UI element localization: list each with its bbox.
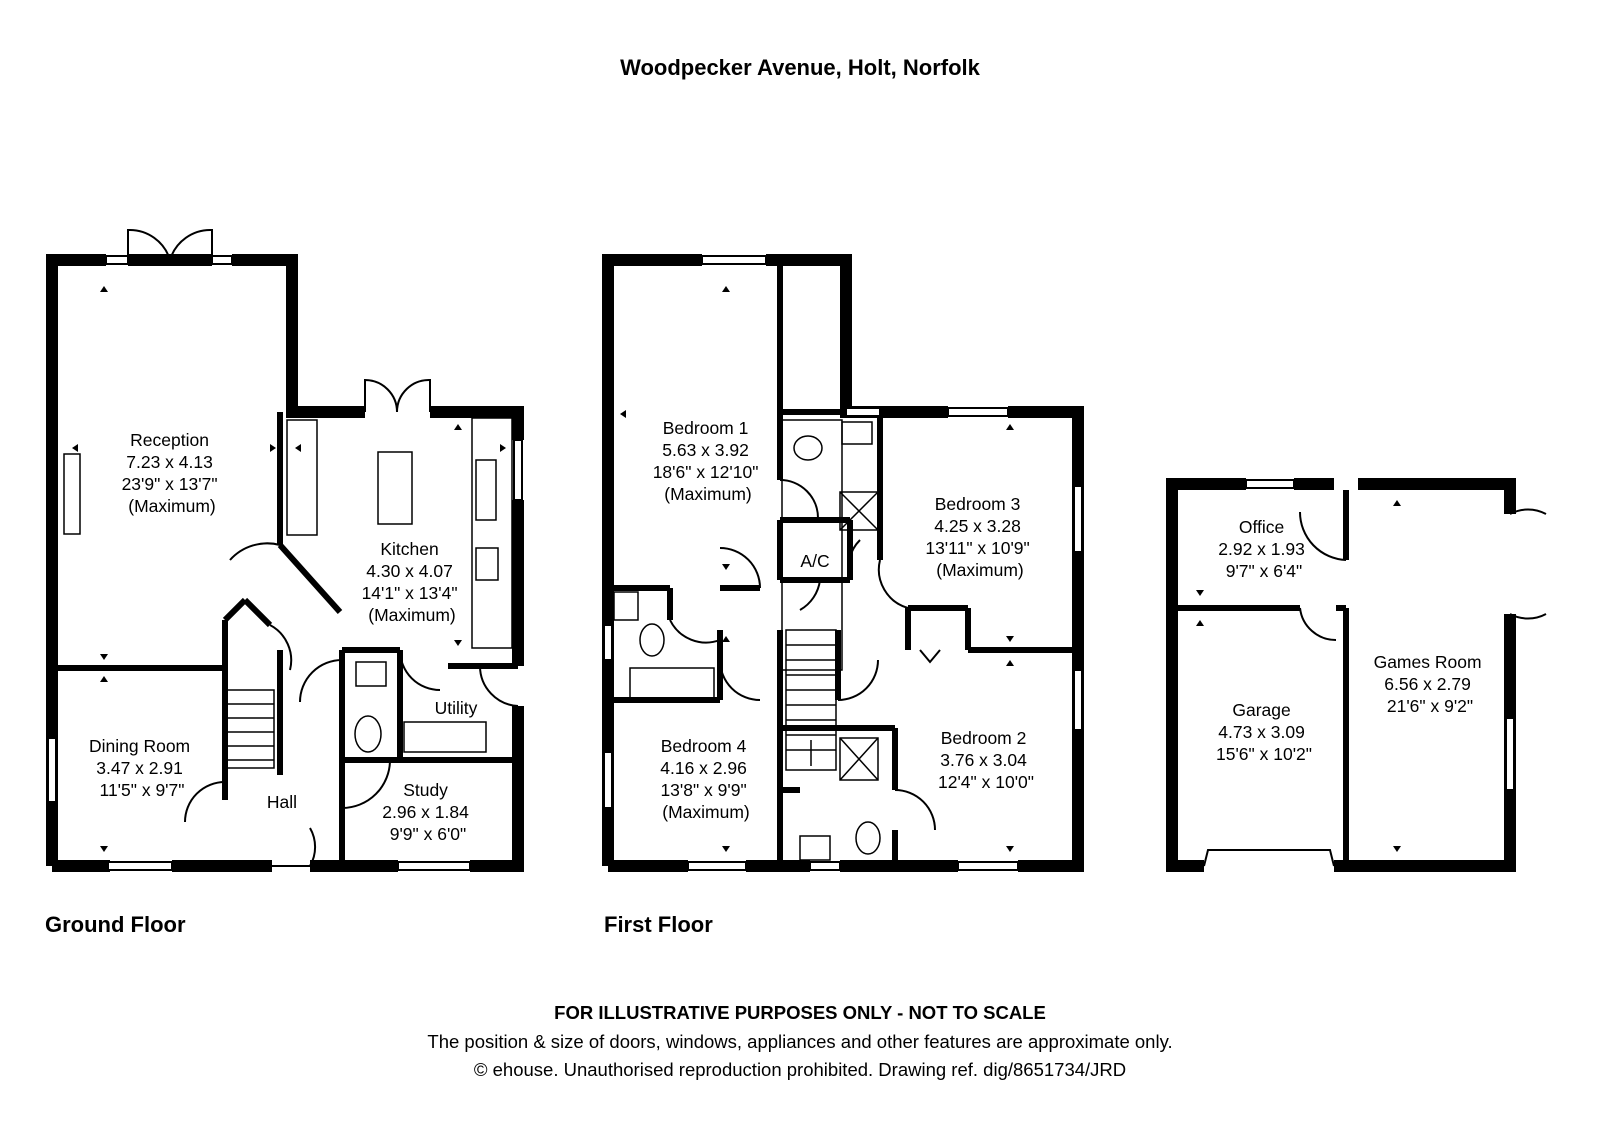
room-bedroom-4: Bedroom 4 4.16 x 2.96 13'8" x 9'9" (Maxi… <box>660 736 751 822</box>
garage-inner-walls <box>1172 490 1349 866</box>
room-utility: Utility <box>435 698 478 718</box>
ground-floor-inner-walls <box>52 412 518 860</box>
disclaimer-text: The position & size of doors, windows, a… <box>427 1031 1173 1052</box>
ground-floor-label: Ground Floor <box>45 912 186 937</box>
first-floor-inner-walls <box>608 260 1078 866</box>
room-games-room: Games Room 6.56 x 2.79 21'6" x 9'2" <box>1374 652 1487 716</box>
room-hall: Hall <box>267 792 297 812</box>
first-floor-fixtures <box>613 419 881 861</box>
room-study: Study 2.96 x 1.84 9'9" x 6'0" <box>382 780 473 844</box>
disclaimer-heading: FOR ILLUSTRATIVE PURPOSES ONLY - NOT TO … <box>554 1002 1046 1023</box>
copyright-text: © ehouse. Unauthorised reproduction proh… <box>473 1059 1127 1080</box>
ground-floor-windows <box>47 255 523 871</box>
room-dining: Dining Room 3.47 x 2.91 11'5" x 9'7" <box>89 736 195 800</box>
room-bedroom-1: Bedroom 1 5.63 x 3.92 18'6" x 12'10" (Ma… <box>653 418 764 504</box>
room-kitchen: Kitchen 4.30 x 4.07 14'1" x 13'4" (Maxim… <box>362 539 463 625</box>
room-bedroom-2: Bedroom 2 3.76 x 3.04 12'4" x 10'0" <box>938 728 1034 792</box>
ground-floor-fixtures <box>63 417 513 769</box>
garage-doors <box>1203 508 1547 867</box>
plan-title: Woodpecker Avenue, Holt, Norfolk <box>620 55 980 80</box>
first-floor-label: First Floor <box>604 912 713 937</box>
garage-windows <box>1245 479 1515 791</box>
first-floor-doors <box>669 479 941 831</box>
room-reception: Reception 7.23 x 4.13 23'9" x 13'7" (Max… <box>122 430 223 516</box>
garage-walls <box>1166 478 1516 872</box>
room-office: Office 2.92 x 1.93 9'7" x 6'4" <box>1218 517 1309 581</box>
room-ac: A/C <box>800 551 829 571</box>
first-floor-windows <box>603 255 1083 871</box>
ground-floor-doors <box>127 228 519 867</box>
room-bedroom-3: Bedroom 3 4.25 x 3.28 13'11" x 10'9" (Ma… <box>925 494 1034 580</box>
room-garage: Garage 4.73 x 3.09 15'6" x 10'2" <box>1216 700 1312 764</box>
dimension-arrows <box>72 286 1401 852</box>
first-floor-walls <box>602 254 1084 872</box>
room-labels: Reception 7.23 x 4.13 23'9" x 13'7" (Max… <box>89 418 1487 844</box>
